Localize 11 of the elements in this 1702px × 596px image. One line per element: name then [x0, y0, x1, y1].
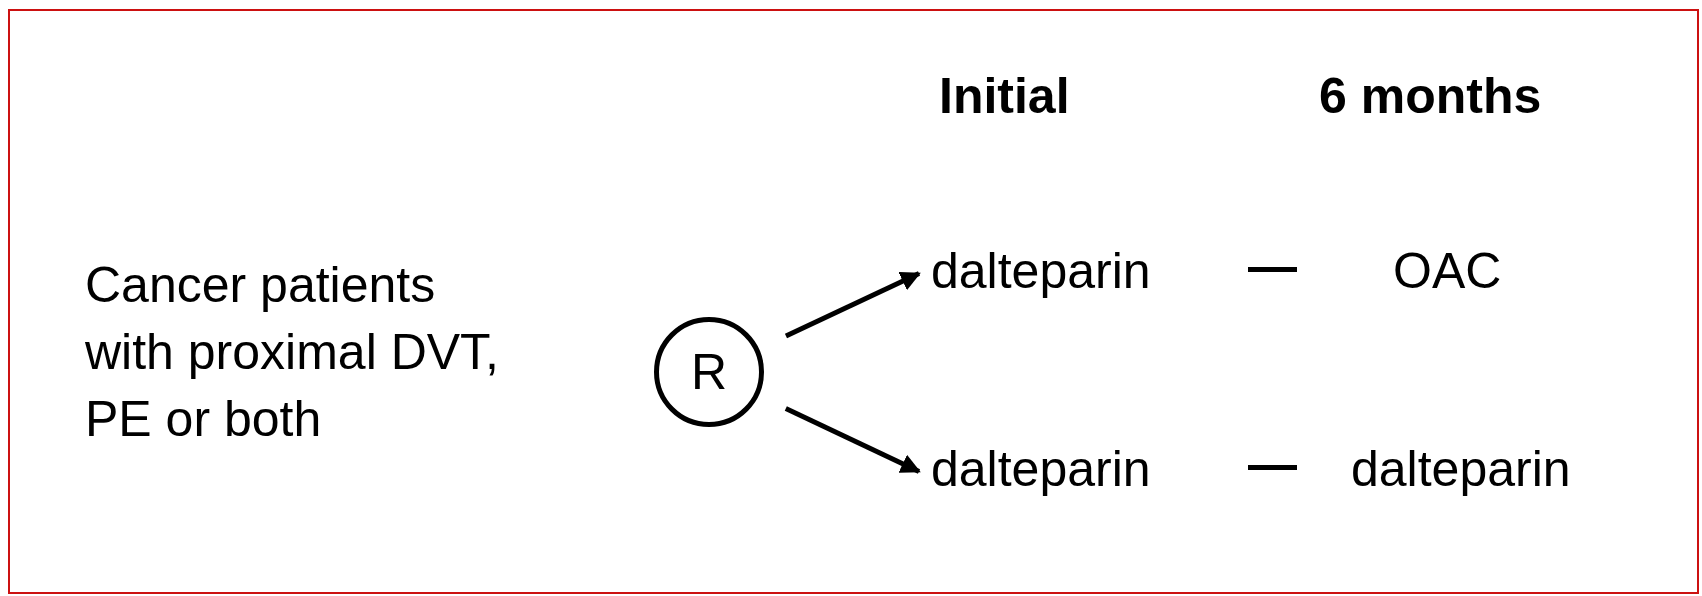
randomization-circle	[654, 317, 764, 427]
circle-label: R	[690, 347, 728, 397]
treatment-text: dalteparin	[931, 242, 1151, 301]
arrow	[784, 406, 921, 474]
treatment-text: dalteparin	[1351, 440, 1571, 499]
column-heading: 6 months	[1319, 68, 1542, 124]
treatment-text: dalteparin	[931, 440, 1151, 499]
population-text: Cancer patients with proximal DVT, PE or both	[85, 256, 500, 449]
column-heading: Initial	[939, 68, 1070, 124]
arrow	[784, 271, 921, 339]
treatment-text: OAC	[1393, 242, 1502, 301]
